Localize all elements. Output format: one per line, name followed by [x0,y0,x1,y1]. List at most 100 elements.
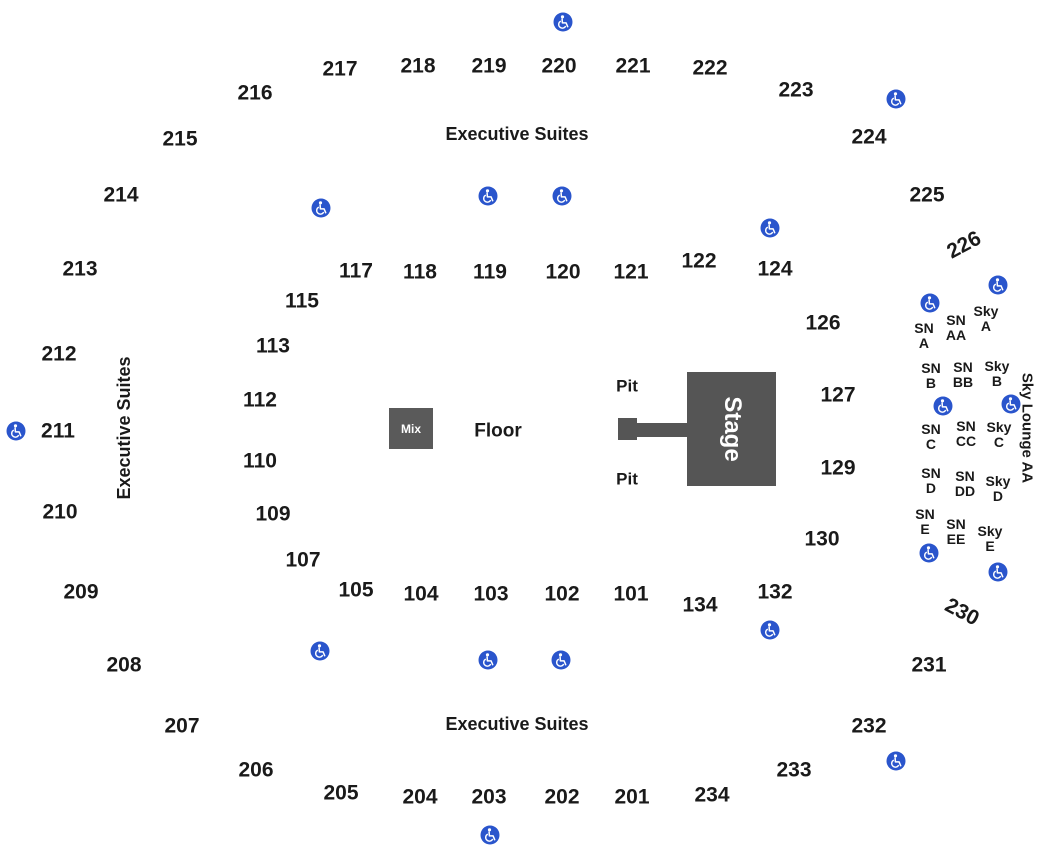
section-119[interactable]: 119 [473,260,507,284]
section-117[interactable]: 117 [339,259,373,283]
wheelchair-icon [310,641,330,661]
stage: Stage [687,372,776,486]
stage-label: Stage [718,396,746,462]
section-126[interactable]: 126 [805,311,841,335]
section-101[interactable]: 101 [613,582,649,606]
wheelchair-icon [919,543,939,563]
section-105[interactable]: 105 [338,578,374,602]
section-204[interactable]: 204 [402,785,438,809]
section-214[interactable]: 214 [103,183,139,207]
section-231[interactable]: 231 [911,653,947,677]
section-211[interactable]: 211 [41,419,75,443]
section-127[interactable]: 127 [820,383,856,407]
section-109[interactable]: 109 [255,502,291,526]
section-216[interactable]: 216 [237,81,273,105]
wheelchair-icon [478,650,498,670]
section-120[interactable]: 120 [545,260,581,284]
section-107[interactable]: 107 [285,548,321,572]
wheelchair-icon [760,620,780,640]
section-208[interactable]: 208 [106,653,142,677]
wheelchair-icon [551,650,571,670]
section-224[interactable]: 224 [851,125,887,149]
section-129[interactable]: 129 [820,456,856,480]
section-209[interactable]: 209 [63,580,99,604]
wheelchair-icon [553,12,573,32]
section-232[interactable]: 232 [851,714,887,738]
section-132[interactable]: 132 [757,580,793,604]
wheelchair-icon [480,825,500,845]
section-130[interactable]: 130 [804,527,840,551]
section-234[interactable]: 234 [694,783,730,807]
section-121[interactable]: 121 [613,260,649,284]
wheelchair-icon [933,396,953,416]
section-217[interactable]: 217 [322,57,358,81]
executive-suites-label: Executive Suites [445,714,589,734]
section-210[interactable]: 210 [42,500,78,524]
wheelchair-icon [988,562,1008,582]
section-203[interactable]: 203 [471,785,507,809]
wheelchair-icon [886,89,906,109]
executive-suites-label: Executive Suites [445,124,589,144]
stage-runway [635,423,687,437]
section-112[interactable]: 112 [243,388,277,412]
section-221[interactable]: 221 [615,54,651,78]
wheelchair-icon [478,186,498,206]
executive-suites-label: Executive Suites [114,356,134,500]
section-220[interactable]: 220 [541,54,577,78]
sky-lounge-label[interactable]: Sky Lounge AA [1018,372,1036,484]
section-124[interactable]: 124 [757,257,793,281]
wheelchair-icon [886,751,906,771]
pit-label[interactable]: Pit [616,469,638,489]
mix-booth: Mix [389,408,433,449]
section-225[interactable]: 225 [909,183,945,207]
wheelchair-icon [311,198,331,218]
section-219[interactable]: 219 [471,54,507,78]
section-104[interactable]: 104 [403,582,439,606]
section-202[interactable]: 202 [544,785,580,809]
section-102[interactable]: 102 [544,582,580,606]
section-115[interactable]: 115 [285,289,319,313]
section-103[interactable]: 103 [473,582,509,606]
mix-label: Mix [400,421,421,436]
wheelchair-icon [1001,394,1021,414]
section-222[interactable]: 222 [692,56,728,80]
section-212[interactable]: 212 [41,342,77,366]
section-122[interactable]: 122 [681,249,717,273]
section-113[interactable]: 113 [256,334,290,358]
section-206[interactable]: 206 [238,758,274,782]
section-218[interactable]: 218 [400,54,436,78]
pit-label[interactable]: Pit [616,376,638,396]
section-226[interactable]: 226 [943,226,985,264]
section-201[interactable]: 201 [614,785,650,809]
section-233[interactable]: 233 [776,758,812,782]
wheelchair-icon [920,293,940,313]
stage-runway-end [618,418,637,440]
section-230[interactable]: 230 [941,593,983,631]
section-207[interactable]: 207 [164,714,200,738]
wheelchair-icon [760,218,780,238]
section-110[interactable]: 110 [243,449,277,473]
section-215[interactable]: 215 [162,127,198,151]
section-223[interactable]: 223 [778,78,814,102]
floor-label[interactable]: Floor [474,420,522,442]
section-213[interactable]: 213 [62,257,98,281]
section-134[interactable]: 134 [682,593,718,617]
section-205[interactable]: 205 [323,781,359,805]
section-118[interactable]: 118 [403,260,437,284]
